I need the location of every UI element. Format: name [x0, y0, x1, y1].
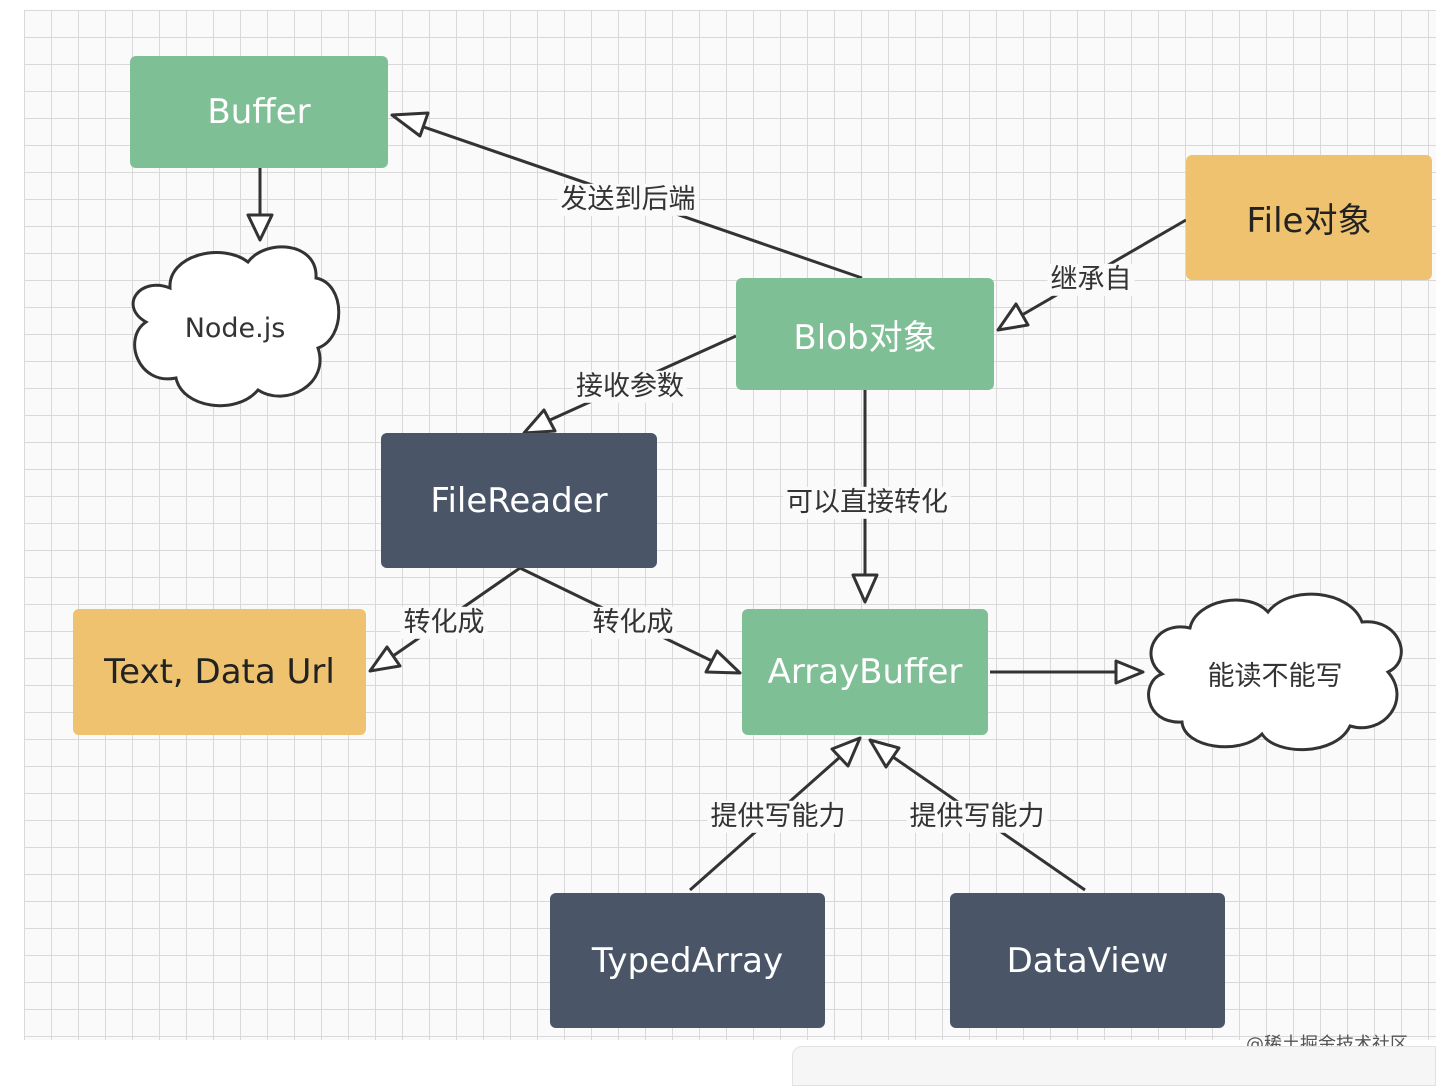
- arrowhead-icon: [1114, 659, 1145, 685]
- arrowhead-icon: [522, 408, 557, 435]
- node-read-not-write-label: 能读不能写: [1207, 660, 1343, 692]
- node-text-dataurl[interactable]: Text, Data Url: [73, 609, 366, 735]
- node-file-object-label: File对象: [1246, 201, 1372, 241]
- arrowhead-icon: [368, 645, 402, 673]
- bottom-toolbar[interactable]: [792, 1046, 1436, 1086]
- node-nodejs-label: Node.js: [184, 312, 286, 344]
- node-nodejs[interactable]: Node.js: [150, 300, 320, 356]
- node-arraybuffer-label: ArrayBuffer: [767, 652, 963, 692]
- node-typedarray[interactable]: TypedArray: [550, 893, 825, 1028]
- node-filereader-label: FileReader: [430, 480, 608, 521]
- edge-label-direct-convert: 可以直接转化: [783, 486, 951, 520]
- node-buffer-label: Buffer: [207, 92, 311, 132]
- node-blob-object-label: Blob对象: [793, 317, 937, 358]
- node-blob-object[interactable]: Blob对象: [736, 278, 994, 390]
- arrowhead-icon: [868, 738, 901, 769]
- edge-label-receive-param: 接收参数: [573, 370, 687, 404]
- node-buffer[interactable]: Buffer: [130, 56, 388, 168]
- node-dataview-label: DataView: [1006, 940, 1169, 981]
- arrowhead-icon: [830, 736, 862, 768]
- edge-label-send-to-backend: 发送到后端: [557, 183, 699, 217]
- edge-label-typedarray-write: 提供写能力: [707, 800, 849, 834]
- node-dataview[interactable]: DataView: [950, 893, 1225, 1028]
- node-file-object[interactable]: File对象: [1186, 155, 1432, 280]
- arrowhead-icon: [246, 213, 274, 242]
- edge-label-convert-to-arraybuffer: 转化成: [589, 606, 677, 640]
- arrowhead-icon: [704, 649, 742, 675]
- nodejs-cloud-shape: [131, 245, 341, 408]
- node-read-not-write[interactable]: 能读不能写: [1180, 645, 1370, 701]
- edge-label-dataview-write: 提供写能力: [906, 800, 1048, 834]
- node-arraybuffer[interactable]: ArrayBuffer: [742, 609, 988, 735]
- read-not-write-cloud-shape: [1147, 592, 1403, 752]
- edge-label-convert-to-text: 转化成: [400, 606, 488, 640]
- arrowhead-icon: [996, 302, 1030, 332]
- edge-label-inherits-from: 继承自: [1047, 263, 1135, 297]
- node-filereader[interactable]: FileReader: [381, 433, 657, 568]
- node-text-dataurl-label: Text, Data Url: [104, 652, 335, 692]
- arrowhead-icon: [851, 573, 879, 604]
- node-typedarray-label: TypedArray: [591, 940, 784, 981]
- arrowhead-icon: [390, 111, 430, 138]
